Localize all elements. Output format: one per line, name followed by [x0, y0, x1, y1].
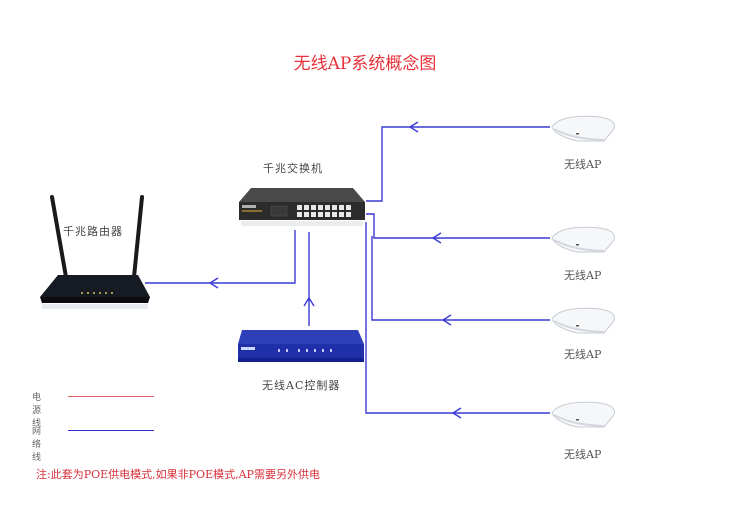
router-label: 千兆路由器	[63, 225, 123, 238]
legend-power-line	[68, 396, 154, 397]
switch-label: 千兆交换机	[263, 162, 323, 175]
access-point-icon[interactable]	[548, 305, 618, 337]
legend-network-line	[68, 430, 154, 431]
diagram-title: 无线AP系统概念图	[293, 54, 437, 74]
wire-router	[145, 230, 296, 284]
wire-ap4	[365, 222, 550, 414]
ap1-label: 无线AP	[564, 158, 602, 171]
arrow-ap2	[431, 232, 442, 244]
arrow-router	[208, 277, 219, 289]
footnote: 注:此套为POE供电模式,如果非POE模式,AP需要另外供电	[36, 468, 320, 481]
arrow-ap4	[451, 407, 462, 419]
wire-ap1	[366, 126, 550, 202]
arrow-ap1	[408, 121, 419, 133]
switch-icon[interactable]	[237, 186, 367, 228]
access-point-icon[interactable]	[548, 113, 618, 145]
controller-label: 无线AC控制器	[262, 379, 341, 392]
legend-network-label: 网络线	[32, 427, 42, 463]
ap3-label: 无线AP	[564, 348, 602, 361]
wire-ap3	[371, 236, 550, 321]
controller-icon[interactable]	[236, 328, 366, 364]
ap2-label: 无线AP	[564, 269, 602, 282]
arrow-ap3	[441, 314, 452, 326]
access-point-icon[interactable]	[548, 224, 618, 256]
arrow-controller	[303, 296, 315, 307]
wire-ap2	[366, 213, 550, 239]
router-icon[interactable]	[38, 193, 154, 311]
access-point-icon[interactable]	[548, 399, 618, 431]
ap4-label: 无线AP	[564, 448, 602, 461]
legend-power-label: 电源线	[32, 393, 42, 429]
